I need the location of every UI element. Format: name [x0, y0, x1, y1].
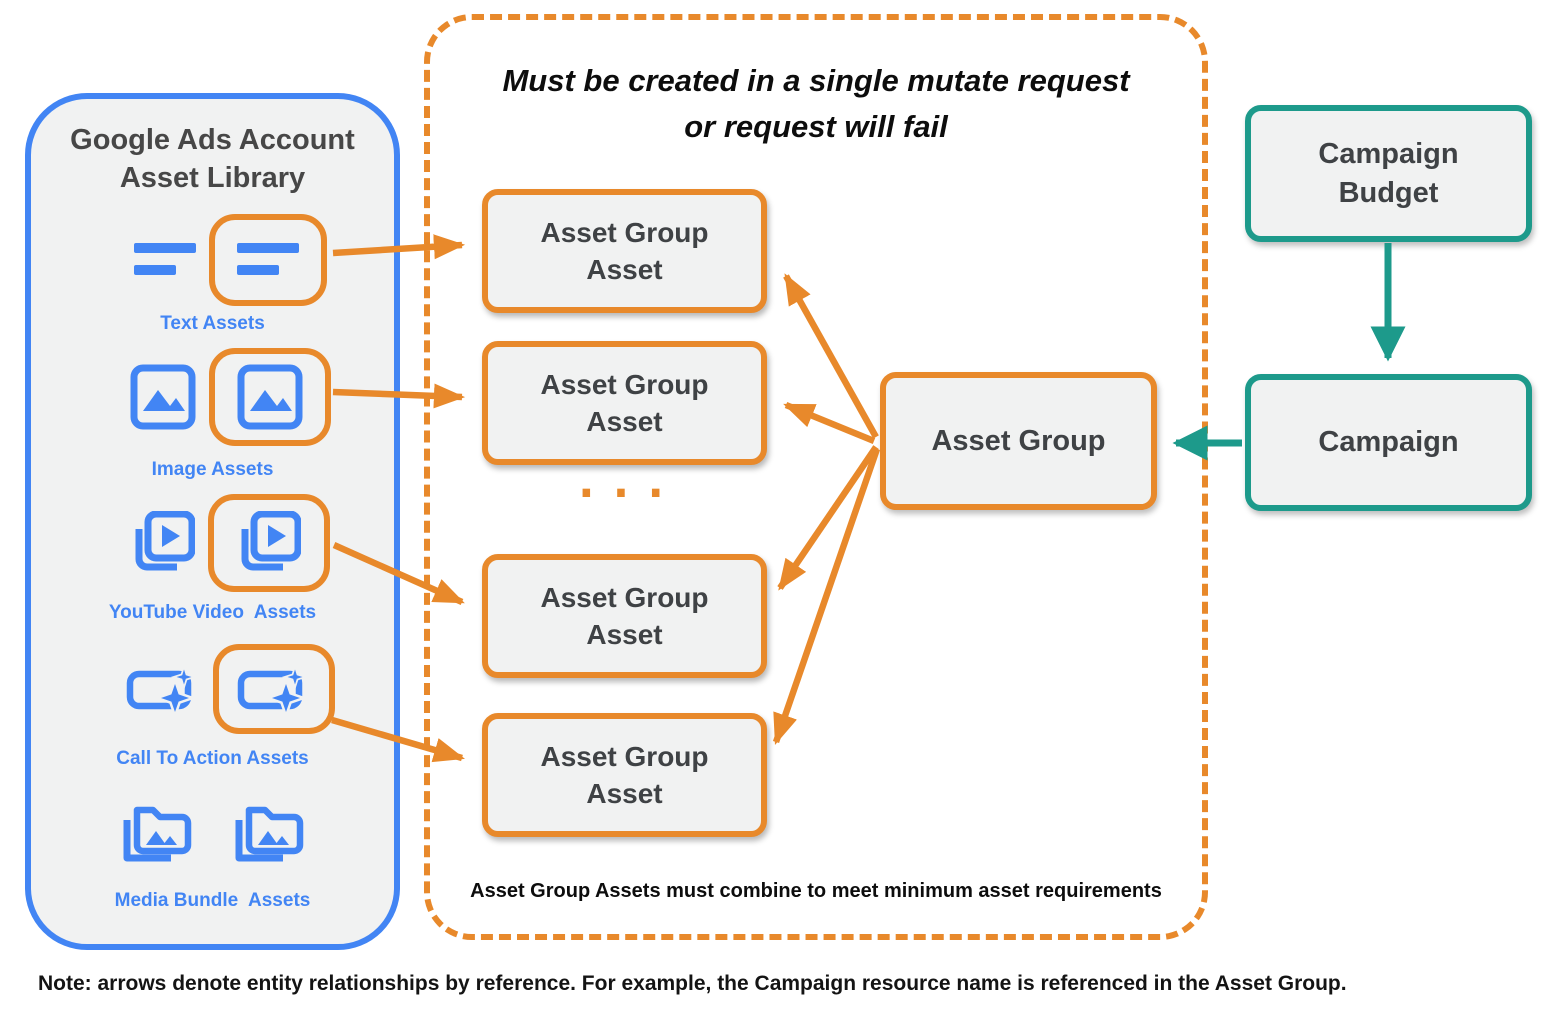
media-bundle-icon [123, 806, 191, 862]
text-assets-row [49, 214, 412, 306]
asset-group-asset-box-4: Asset Group Asset [482, 713, 767, 837]
asset-library-title-line2: Asset Library [119, 162, 306, 194]
youtube-video-assets-row [49, 494, 412, 592]
image-icon [237, 364, 303, 430]
footer-note: Note: arrows denote entity relationships… [38, 972, 1347, 995]
mutate-requirement-title-line1: Must be created in a single mutate reque… [502, 63, 1130, 98]
asset-library-title: Google Ads Account Asset Library [31, 121, 394, 197]
asset-group-asset-label: Asset Group Asset [540, 741, 709, 809]
media-bundle-assets-label: Media Bundle Assets [114, 890, 311, 911]
image-assets-label: Image Assets [151, 459, 274, 480]
asset-group-box: Asset Group [880, 372, 1157, 510]
media-bundle-assets-row [31, 787, 394, 879]
asset-group-asset-label: Asset Group Asset [540, 582, 709, 650]
call-to-action-icon [237, 663, 309, 718]
youtube-video-icon [241, 511, 301, 571]
mutate-requirement-title-line2: or request will fail [684, 109, 948, 144]
image-assets-row [49, 348, 412, 446]
campaign-budget-label: Campaign Budget [1318, 137, 1459, 209]
campaign-box: Campaign [1245, 374, 1532, 511]
call-to-action-assets-label: Call To Action Assets [116, 748, 309, 769]
youtube-video-assets-selected-ring [208, 494, 330, 592]
asset-library-panel: Google Ads Account Asset Library Text As… [25, 93, 400, 950]
text-lines-icon [237, 243, 299, 275]
asset-group-asset-box-2: Asset Group Asset [482, 341, 767, 465]
call-to-action-icon [126, 663, 198, 718]
text-assets-label: Text Assets [160, 313, 265, 334]
image-icon [130, 364, 196, 430]
youtube-video-icon [135, 511, 195, 571]
campaign-budget-box: Campaign Budget [1245, 105, 1532, 242]
asset-group-label: Asset Group [931, 424, 1106, 457]
call-to-action-assets-selected-ring [213, 644, 335, 734]
text-lines-icon [134, 243, 196, 275]
asset-library-title-line1: Google Ads Account [70, 124, 355, 156]
campaign-label: Campaign [1318, 426, 1459, 458]
media-bundle-icon [235, 806, 303, 862]
mutate-requirement-title: Must be created in a single mutate reque… [430, 58, 1202, 150]
youtube-video-assets-label: YouTube Video Assets [108, 602, 317, 623]
asset-group-asset-box-3: Asset Group Asset [482, 554, 767, 678]
mutate-request-container: Must be created in a single mutate reque… [424, 14, 1208, 940]
ellipsis: ... [572, 454, 677, 508]
image-assets-selected-ring [209, 348, 331, 446]
asset-group-asset-label: Asset Group Asset [540, 369, 709, 437]
text-assets-selected-ring [209, 214, 327, 306]
minimum-asset-requirements-note: Asset Group Assets must combine to meet … [470, 880, 1162, 902]
asset-group-asset-label: Asset Group Asset [540, 217, 709, 285]
call-to-action-assets-row [49, 644, 412, 734]
asset-group-asset-box-1: Asset Group Asset [482, 189, 767, 313]
